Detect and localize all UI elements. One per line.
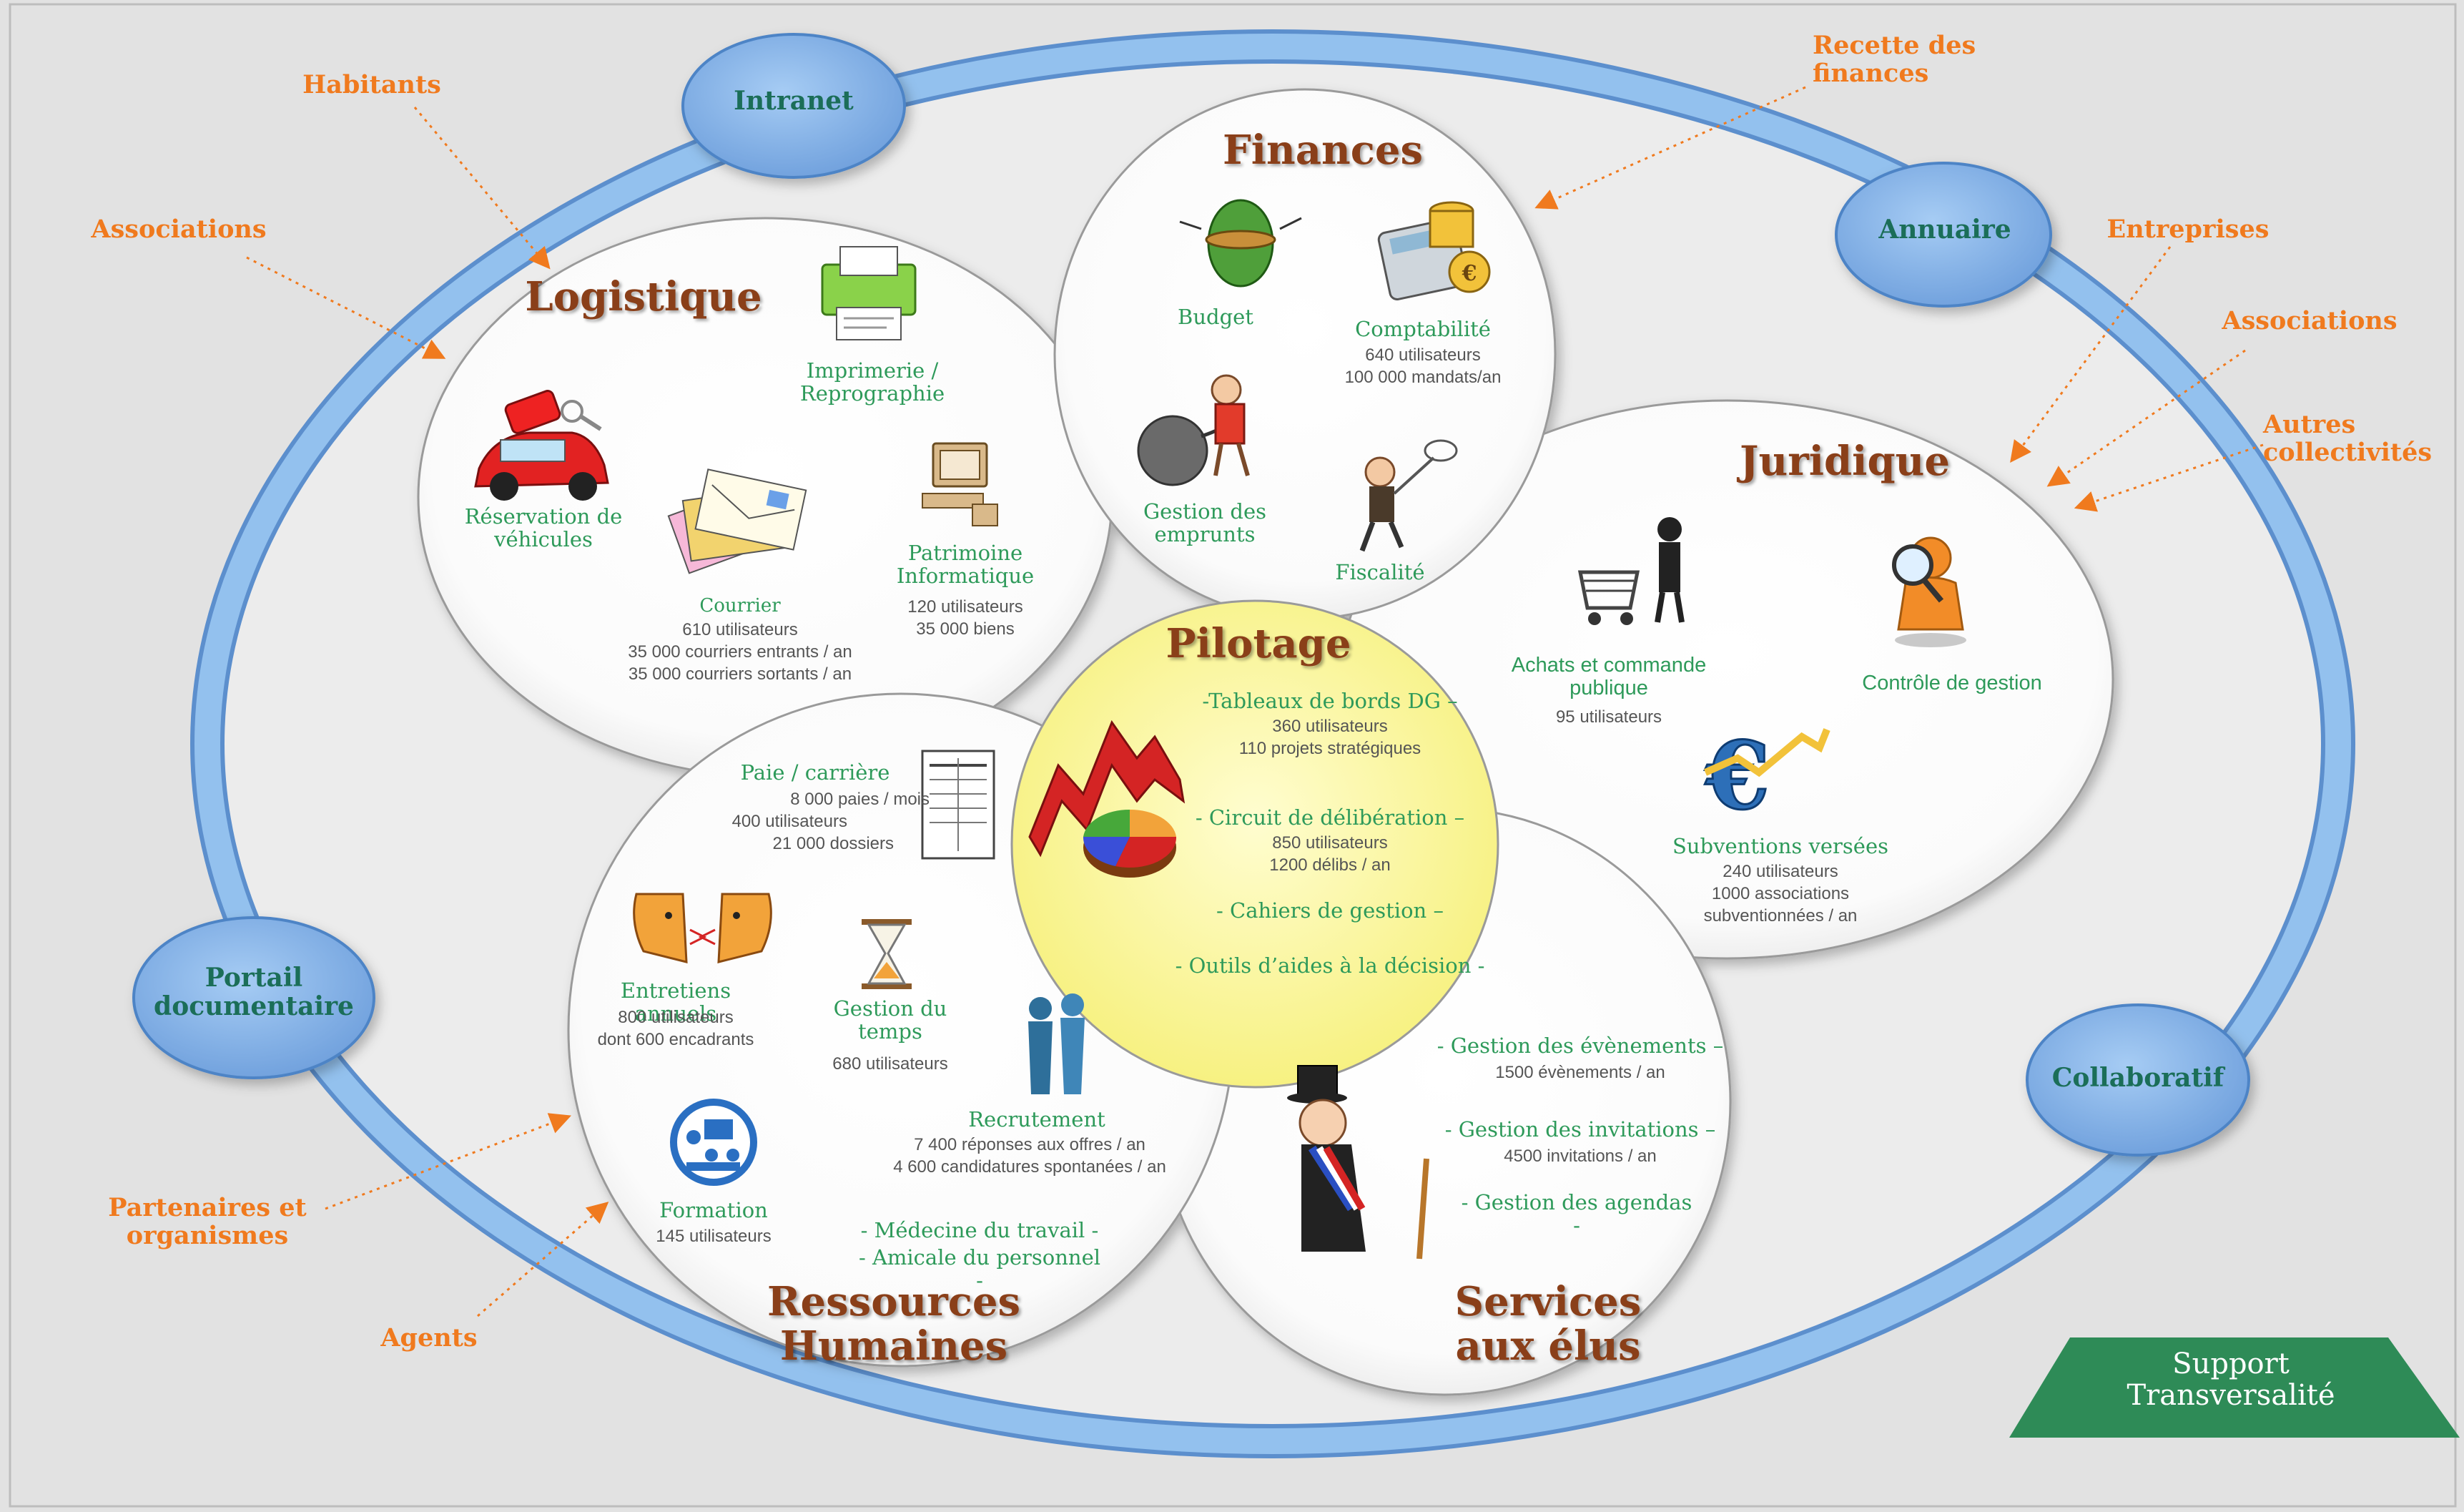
magnifier-figure-icon (1892, 536, 1966, 647)
outer-ring (194, 34, 2351, 1454)
mayor-figure-icon (1287, 1065, 1429, 1260)
calculator-icon: € (1377, 201, 1491, 301)
fiscal-net-icon (1359, 439, 1458, 552)
pilotage-bubble (1010, 599, 1499, 1089)
interview-faces-icon (633, 893, 772, 963)
finances-bubble (1053, 88, 1557, 620)
arrow-associations-right (2046, 349, 2246, 487)
node-annuaire[interactable] (1835, 162, 2052, 308)
training-icon (670, 1099, 757, 1186)
node-intranet[interactable] (681, 33, 906, 179)
arrow-habitants (413, 107, 551, 270)
arrow-partenaires (325, 1113, 572, 1210)
computer-icon (922, 442, 998, 526)
hourglass-icon (862, 919, 912, 989)
printer-icon (821, 246, 917, 340)
arrow-agents (477, 1202, 609, 1317)
pilotage-chart-icon (1028, 720, 1186, 878)
node-portail[interactable] (132, 916, 375, 1079)
arrow-recette (1534, 86, 1806, 210)
ball-and-chain-icon (1137, 374, 1250, 486)
support-trapezoid[interactable] (2009, 1337, 2460, 1438)
node-collaboratif[interactable] (2026, 1003, 2250, 1157)
arrow-entreprises (2010, 246, 2172, 463)
mail-envelopes-icon (667, 468, 807, 574)
euro-growth-icon: € (1703, 720, 1830, 832)
svg-text:€: € (1462, 261, 1477, 286)
shopping-cart-icon (1577, 517, 1685, 625)
payslip-icon (921, 750, 995, 860)
handshake-people-icon (1028, 993, 1085, 1094)
connector-arrows (246, 86, 2264, 1317)
money-icon (1179, 199, 1302, 288)
car-icon (474, 390, 609, 501)
